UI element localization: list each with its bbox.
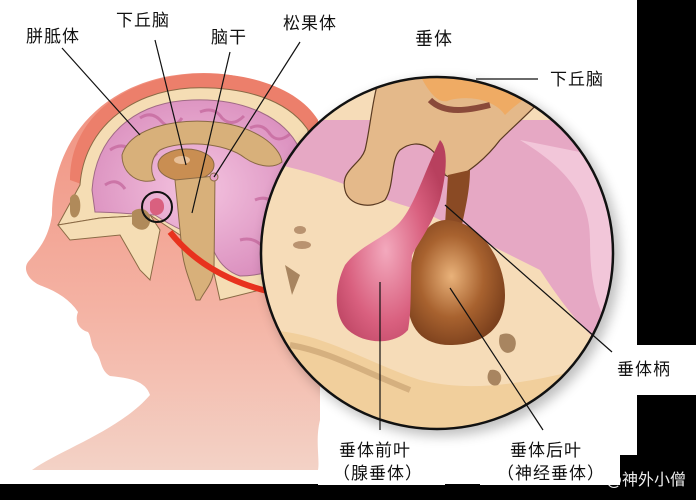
label-anterior-lobe-alt: （腺垂体） <box>333 464 423 484</box>
label-anterior-lobe: 垂体前叶 <box>339 441 411 461</box>
label-hypothalamus-left: 下丘脑 <box>116 11 170 31</box>
watermark: @神外小僧 <box>606 470 687 489</box>
label-pineal-body: 松果体 <box>283 14 337 34</box>
label-brainstem: 脑干 <box>211 28 247 48</box>
diagram-title: 垂体 <box>415 29 453 50</box>
black-notch-left <box>0 484 318 500</box>
white-background-stalk-label <box>600 345 696 395</box>
label-pituitary-stalk: 垂体柄 <box>617 360 671 380</box>
black-notch-right <box>620 455 696 500</box>
head-silhouette <box>25 73 320 470</box>
label-posterior-lobe-alt: （神经垂体） <box>497 464 605 484</box>
label-corpus-callosum: 胼胝体 <box>26 27 80 47</box>
label-hypothalamus-zoom: 下丘脑 <box>550 70 604 90</box>
black-notch-mid <box>445 484 480 500</box>
leader-lines <box>61 39 613 431</box>
label-posterior-lobe: 垂体后叶 <box>510 441 582 461</box>
